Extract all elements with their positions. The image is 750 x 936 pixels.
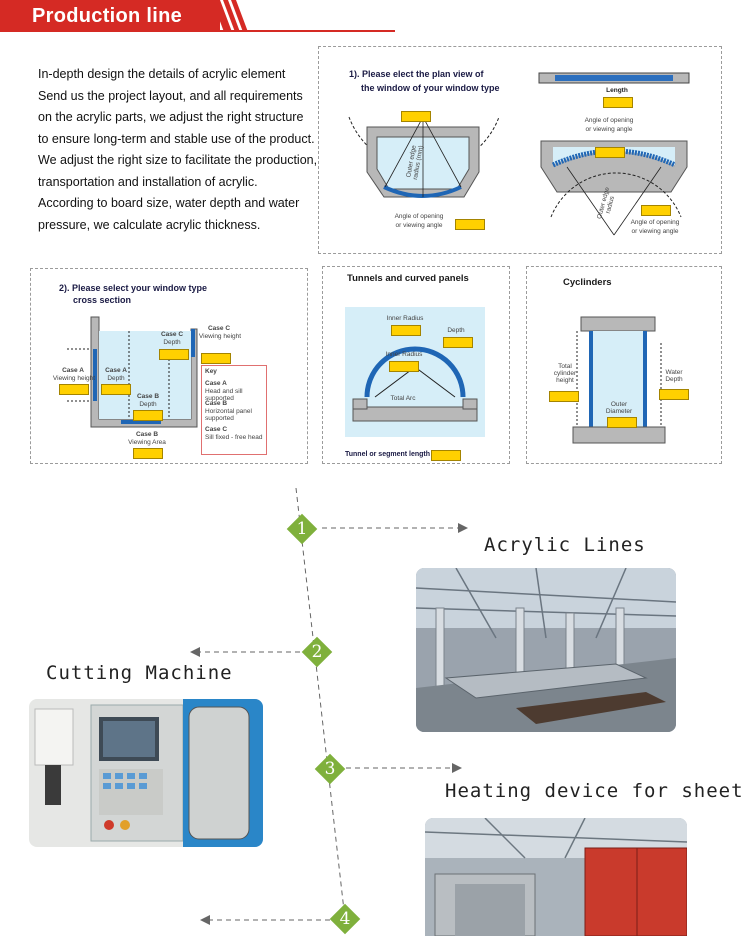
- acrylic-lines-photo: [416, 568, 676, 732]
- cross-viewing-height: Viewing height: [198, 333, 242, 340]
- key-c-desc: Sill fixed - free head: [205, 434, 263, 441]
- cross-viewing-height-a: Viewing height: [52, 375, 96, 382]
- plan-angle-label-1: Angle of opening: [394, 213, 444, 220]
- cylinder-outer-diameter: Outer Diameter: [605, 401, 633, 415]
- plan-angle-box: [455, 219, 485, 230]
- intro-line: We adjust the right size to facilitate t…: [38, 153, 318, 167]
- cross-section-diagram: 2). Please select your window type cross…: [30, 268, 308, 464]
- tunnel-box-top: [391, 325, 421, 336]
- cross-key-box: Key Case A Head and sill supported Case …: [201, 365, 267, 455]
- step-1-label: Acrylic Lines: [484, 534, 646, 556]
- tunnel-box-depth: [443, 337, 473, 348]
- section-header: [0, 0, 220, 32]
- cross-case-a-left: Case A: [62, 367, 84, 374]
- cross-box-b-area: [133, 448, 163, 459]
- step-3-marker: 3: [314, 753, 346, 785]
- tunnel-box-mid: [389, 361, 419, 372]
- plan-length-box: [603, 97, 633, 108]
- tunnel-diagram: Tunnels and curved panels Inner Radius D…: [322, 266, 510, 464]
- key-a-desc: Head and sill supported: [205, 388, 243, 402]
- tunnel-drawing: [345, 307, 485, 437]
- plan-angle-label-2: or viewing angle: [395, 222, 443, 229]
- cross-case-b-mid: Case B: [136, 393, 160, 400]
- cross-title-line1: 2). Please select your window type: [59, 283, 208, 293]
- intro-line: In-depth design the details of acrylic e…: [38, 67, 286, 81]
- plan-right-angle-1: Angle of opening: [630, 219, 680, 226]
- intro-line: Send us the project layout, and all requ…: [38, 88, 303, 103]
- header-underline: [0, 30, 395, 32]
- intro-line: pressure, we calculate acrylic thickness…: [38, 217, 261, 232]
- header-stripes-decoration: [212, 0, 248, 32]
- cylinder-box-height: [549, 391, 579, 402]
- plan-angle-label-top-2: or viewing angle: [585, 126, 633, 133]
- cross-case-c-depth-title: Case C: [160, 331, 184, 338]
- step-2-marker: 2: [301, 636, 333, 668]
- plan-angle-label-top-1: Angle of opening: [584, 117, 634, 124]
- cross-viewing-area: Viewing Area: [128, 439, 166, 446]
- key-a: Case A: [205, 380, 227, 387]
- cylinder-drawing: [572, 316, 666, 444]
- key-title: Key: [205, 368, 217, 375]
- intro-paragraph: In-depth design the details of acrylic e…: [38, 64, 320, 236]
- cross-box-a-depth: [101, 384, 131, 395]
- cross-box-a-height: [59, 384, 89, 395]
- tunnel-total-arc: Total Arc: [390, 395, 416, 402]
- tunnel-inner-radius-top: Inner Radius: [386, 315, 424, 322]
- plan-right-box-2: [641, 205, 671, 216]
- plan-view-title-line1: 1). Please elect the plan view of: [349, 69, 484, 79]
- step-3-number: 3: [324, 759, 336, 779]
- step-3-label: Heating device for sheet: [445, 780, 744, 802]
- key-b: Case B: [205, 400, 228, 407]
- cross-case-b-depth: Depth: [139, 401, 157, 408]
- section-title: Production line: [32, 5, 183, 27]
- cross-title-line2: cross section: [73, 295, 132, 305]
- cylinder-box-depth: [659, 389, 689, 400]
- intro-line: According to board size, water depth and…: [38, 196, 300, 210]
- plan-right-angle-2: or viewing angle: [631, 228, 679, 235]
- plan-view-diagram: 1). Please elect the plan view of the wi…: [318, 46, 722, 254]
- cross-box-c-depth: [159, 349, 189, 360]
- heating-device-photo: [425, 818, 687, 936]
- cylinder-water-depth: Water Depth: [665, 369, 683, 383]
- cross-case-c-depth: Depth: [163, 339, 181, 346]
- step-2-label: Cutting Machine: [46, 662, 233, 684]
- tunnel-segment-length: Tunnel or segment length: [345, 451, 431, 458]
- cross-box-c-height: [201, 353, 231, 364]
- tunnel-box-segment: [431, 450, 461, 461]
- tunnel-inner-radius-mid: Inner Radius: [385, 351, 423, 358]
- process-flow-lines: [190, 487, 468, 929]
- step-4-number: 4: [339, 909, 351, 929]
- plan-view-title-line2: the window of your window type: [361, 83, 500, 93]
- intro-line: on the acrylic parts, we adjust the righ…: [38, 110, 304, 124]
- key-b-desc: Horizontal panel supported: [205, 408, 252, 422]
- tunnel-depth: Depth: [447, 327, 465, 334]
- cylinder-box-diameter: [607, 417, 637, 428]
- plan-label-box: [401, 111, 431, 122]
- cylinder-title: Cyclinders: [563, 277, 612, 288]
- cross-section-drawing: [67, 316, 198, 428]
- plan-view-left-drawing: [348, 116, 500, 198]
- cutting-machine-photo: [29, 699, 263, 847]
- step-4-marker: 4: [329, 903, 361, 935]
- key-c: Case C: [205, 426, 228, 433]
- plan-right-box-1: [595, 147, 625, 158]
- cross-case-b-bottom: Case B: [135, 431, 159, 438]
- cylinder-total-height: Total cylinder height: [553, 363, 577, 384]
- step-1-marker: 1: [286, 513, 318, 545]
- cross-case-a-mid: Case A: [105, 367, 127, 374]
- plan-length-label: Length: [606, 87, 628, 94]
- cylinder-diagram: Cyclinders Total cylinder height Water D…: [526, 266, 722, 464]
- step-1-number: 1: [296, 519, 308, 539]
- cross-case-c-top: Case C: [207, 325, 231, 332]
- intro-line: transportation and installation of acryl…: [38, 174, 258, 189]
- cross-case-a-depth: Depth: [107, 375, 125, 382]
- tunnel-title: Tunnels and curved panels: [347, 273, 469, 284]
- intro-line: to ensure long-term and stable use of th…: [38, 131, 315, 146]
- step-2-number: 2: [311, 642, 323, 662]
- cross-box-b-depth: [133, 410, 163, 421]
